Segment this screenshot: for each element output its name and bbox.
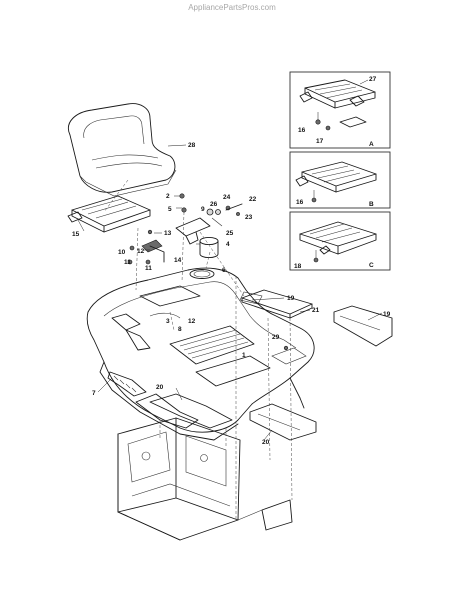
fender-side-plate <box>241 289 313 351</box>
callout-8: 8 <box>178 326 182 333</box>
inset-a <box>289 71 391 149</box>
callout-15: 15 <box>72 231 80 238</box>
callout-1: 1 <box>242 352 246 359</box>
callout-26: 26 <box>210 201 218 208</box>
callout-21: 21 <box>312 307 320 314</box>
seat <box>68 103 177 197</box>
step-strip <box>107 371 147 397</box>
callout-11-right: 11 <box>145 265 152 272</box>
callout-12-upper: 12 <box>137 248 145 255</box>
leader-lines <box>77 144 383 441</box>
callout-22: 22 <box>249 196 257 203</box>
callout-6: 6 <box>222 267 226 274</box>
callout-4: 4 <box>226 241 230 248</box>
assembly-lines <box>103 179 293 520</box>
callout-20-panel: 20 <box>262 439 270 446</box>
callout-17: 17 <box>316 138 324 145</box>
inset-label-b: B <box>369 201 374 208</box>
fender-body <box>86 267 315 441</box>
tractor-frame <box>117 417 293 541</box>
seat-pan-bracket <box>67 195 151 233</box>
callout-7: 7 <box>92 390 96 397</box>
callout-3: 3 <box>166 318 170 325</box>
inset-b <box>289 151 391 209</box>
footrest-mat <box>149 393 233 429</box>
callout-5: 5 <box>168 206 172 213</box>
callout-18: 18 <box>294 263 302 270</box>
callout-labels: 28 2 5 9 26 24 22 23 25 15 13 12 10 11 1… <box>72 76 391 446</box>
callout-12-lower: 12 <box>188 318 196 325</box>
callout-19-panel: 19 <box>383 311 391 318</box>
callout-16-b: 16 <box>296 199 304 206</box>
inset-c <box>289 211 391 271</box>
inset-label-c: C <box>369 262 374 269</box>
callout-13: 13 <box>164 230 172 237</box>
inset-label-a: A <box>369 141 374 148</box>
callout-28: 28 <box>188 142 196 149</box>
callout-20-mat: 20 <box>156 384 164 391</box>
callout-23: 23 <box>245 214 253 221</box>
callout-11-left: 11 <box>124 259 131 266</box>
seat-switch-hardware <box>127 229 165 265</box>
side-panel-19 <box>333 305 393 347</box>
footrest-panel-20 <box>249 403 317 441</box>
callout-14: 14 <box>174 257 182 264</box>
callout-19-plate: 19 <box>287 295 295 302</box>
callout-2: 2 <box>166 193 170 200</box>
callout-16-a: 16 <box>298 127 306 134</box>
callout-10: 10 <box>118 249 126 256</box>
callout-27: 27 <box>369 76 377 83</box>
watermark-text: AppliancePartsPros.com <box>188 3 276 12</box>
callout-24: 24 <box>223 194 231 201</box>
callout-25: 25 <box>226 230 234 237</box>
callout-9: 9 <box>201 206 205 213</box>
fuel-cap <box>189 236 219 279</box>
callout-29: 29 <box>272 334 280 341</box>
